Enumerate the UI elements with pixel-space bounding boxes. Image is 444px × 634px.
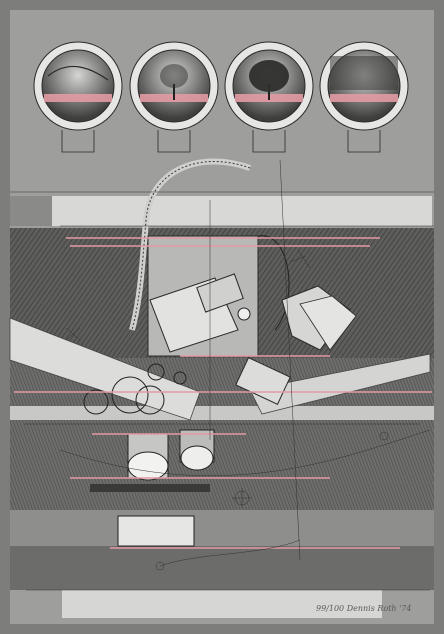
upper-dark-block — [10, 196, 52, 226]
porthole-full-tree — [224, 41, 314, 153]
lower-light-band — [10, 406, 434, 420]
right-diagonal-beam — [249, 353, 431, 415]
pink-lines — [14, 237, 432, 549]
artist-inscription: 99/100 Dennis Roth '74 — [316, 604, 412, 613]
construction-lines — [10, 159, 434, 591]
porthole-dark-horizon — [319, 41, 409, 153]
central-machine — [147, 235, 357, 405]
lower-housings — [90, 429, 215, 547]
porthole-bare-tree — [129, 41, 219, 153]
porthole-storm-sky — [33, 41, 123, 153]
left-diagonal-beam — [9, 317, 201, 421]
pulley-group — [83, 363, 187, 415]
upper-light-band — [52, 196, 432, 226]
